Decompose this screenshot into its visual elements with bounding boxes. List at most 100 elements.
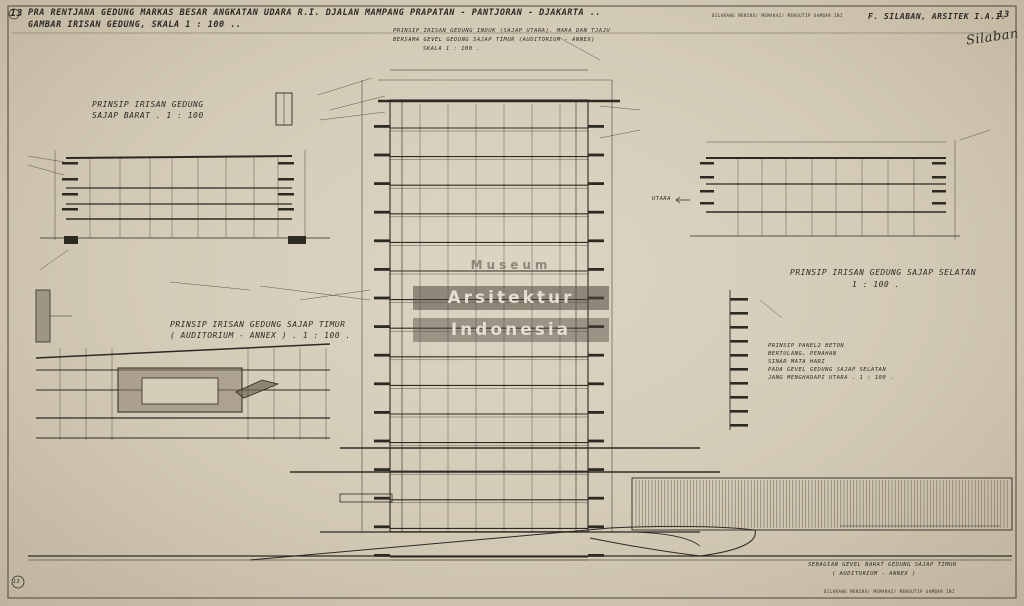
south-wing-title: Prinsip Irisan Gedung Sajap Selatan	[790, 268, 977, 277]
main-tower-section	[290, 69, 720, 561]
panel-fin	[730, 298, 748, 301]
panel-note-2: Bertulang, Penahan	[768, 351, 837, 357]
sun-panel-detail	[729, 290, 748, 430]
panel-fin	[730, 340, 748, 343]
south-fin-right	[932, 190, 946, 193]
panel-note-4: Pada Gevel Gedung Sajap Selatan	[768, 367, 887, 373]
west-wing-section	[40, 92, 330, 244]
south-fin-left	[700, 190, 714, 193]
east-roof-slope	[35, 343, 331, 359]
annex-beam	[339, 493, 393, 503]
west-wing-subtitle: Sajap Barat . 1 : 100	[92, 111, 204, 120]
tower-outline	[389, 99, 589, 533]
panel-fin	[730, 424, 748, 427]
corner-number-left: 13	[13, 579, 21, 585]
tower-fin-left	[374, 353, 390, 357]
east-auditorium-void	[141, 377, 219, 405]
panel-note-1: Prinsip Panel2 Beton	[768, 343, 845, 349]
east-detail	[35, 289, 51, 343]
tower-fin-left	[374, 125, 390, 128]
east-wing-subtitle: ( Auditorium - Annex ) . 1 : 100 .	[170, 331, 351, 340]
sheet-number: 13	[10, 8, 24, 19]
panel-fin	[730, 382, 748, 385]
tower-fin-left	[374, 382, 390, 386]
tower-fin-right	[588, 382, 604, 386]
bottom-note-1: Sebagian Gevel Barat Gedung Sajap Timur	[808, 562, 957, 568]
watermark-line-1: Museum	[470, 258, 552, 272]
tower-fin-left	[374, 239, 390, 243]
tower-fin-right	[588, 496, 604, 500]
tower-fin-left	[374, 182, 390, 185]
tower-fin-right	[588, 439, 604, 443]
top-note: Dilarang meniru/ memakai/ mengutip gamba…	[712, 13, 843, 18]
watermark-line-2: Arsitektur	[413, 286, 609, 310]
tower-fin-right	[588, 525, 604, 529]
architect-name: F. Silaban, Arsitek I.A.I.	[868, 12, 1007, 21]
east-gevel-frame	[631, 477, 1013, 531]
panel-fin	[730, 410, 748, 413]
tower-fin-right	[588, 210, 604, 214]
title-line-2: Gambar Irisan Gedung, Skala 1 : 100 ..	[28, 20, 242, 30]
tower-fin-left	[374, 268, 390, 271]
utara-arrow	[675, 196, 690, 204]
title-line-1: Pra Rentjana Gedung Markas Besar Angkata…	[28, 8, 601, 18]
panel-fin	[730, 326, 748, 329]
tower-fin-right	[588, 125, 604, 128]
panel-fin	[730, 368, 748, 371]
utara-label: Utara	[652, 196, 672, 202]
ramp-curve-2	[599, 531, 701, 547]
watermark-line-3: Indonesia	[413, 318, 609, 342]
tower-fin-left	[374, 468, 390, 471]
south-fin-left	[700, 162, 714, 165]
south-fin-right	[932, 162, 946, 165]
tower-fin-right	[588, 182, 604, 185]
west-footing	[64, 236, 78, 244]
tower-fin-right	[588, 153, 604, 157]
west-fin-right	[278, 193, 294, 196]
corner-mark-left	[11, 575, 25, 589]
tower-fin-right	[588, 268, 604, 271]
south-wing-section	[675, 140, 960, 240]
west-fin-left	[62, 193, 78, 196]
panel-fin	[730, 312, 748, 315]
tower-fin-right	[588, 239, 604, 243]
west-fin-left	[62, 162, 78, 165]
corner-mark-tl	[8, 8, 20, 20]
tower-fin-left	[374, 411, 390, 414]
west-fin-right	[278, 208, 294, 211]
ramp-curve	[249, 525, 756, 561]
tower-fin-right	[588, 325, 604, 328]
tower-fin-left	[374, 153, 390, 157]
sheet-border	[7, 5, 1017, 599]
south-fin-left	[700, 176, 714, 179]
leader-lines	[27, 37, 991, 319]
main-note-2: Bersama gevel gedung sajap timur (Audito…	[393, 37, 595, 43]
tower-fin-right	[588, 468, 604, 471]
tower-fin-left	[374, 439, 390, 443]
east-wing-section	[35, 289, 331, 440]
tower-fin-left	[374, 496, 390, 500]
east-gevel-hatch	[635, 480, 1008, 528]
south-wing-subtitle: 1 : 100 .	[852, 280, 900, 289]
west-footing	[288, 236, 306, 244]
west-wing-title: Prinsip Irisan Gedung	[92, 100, 204, 109]
west-fin-right	[278, 178, 294, 181]
east-balcony	[235, 379, 280, 399]
east-wing-title: Prinsip Irisan Gedung Sajap Timur	[170, 320, 346, 329]
tower-fin-left	[374, 210, 390, 214]
bottom-note-2: ( Auditorium - Annex )	[832, 571, 916, 577]
south-fin-right	[932, 202, 946, 205]
west-fin-left	[62, 208, 78, 211]
panel-fin	[730, 354, 748, 357]
tower-fin-left	[374, 525, 390, 529]
sheet-number-right: 13	[998, 10, 1010, 20]
footer-note: Dilarang meniru/ memakai/ mengutip gamba…	[824, 589, 955, 594]
tower-fin-left	[374, 296, 390, 300]
panel-fin	[730, 396, 748, 399]
panel-note-3: Sinar Mata Hari	[768, 359, 826, 365]
west-fin-right	[278, 162, 294, 165]
south-fin-left	[700, 202, 714, 205]
tower-fin-right	[588, 353, 604, 357]
ground-line	[28, 525, 1012, 561]
